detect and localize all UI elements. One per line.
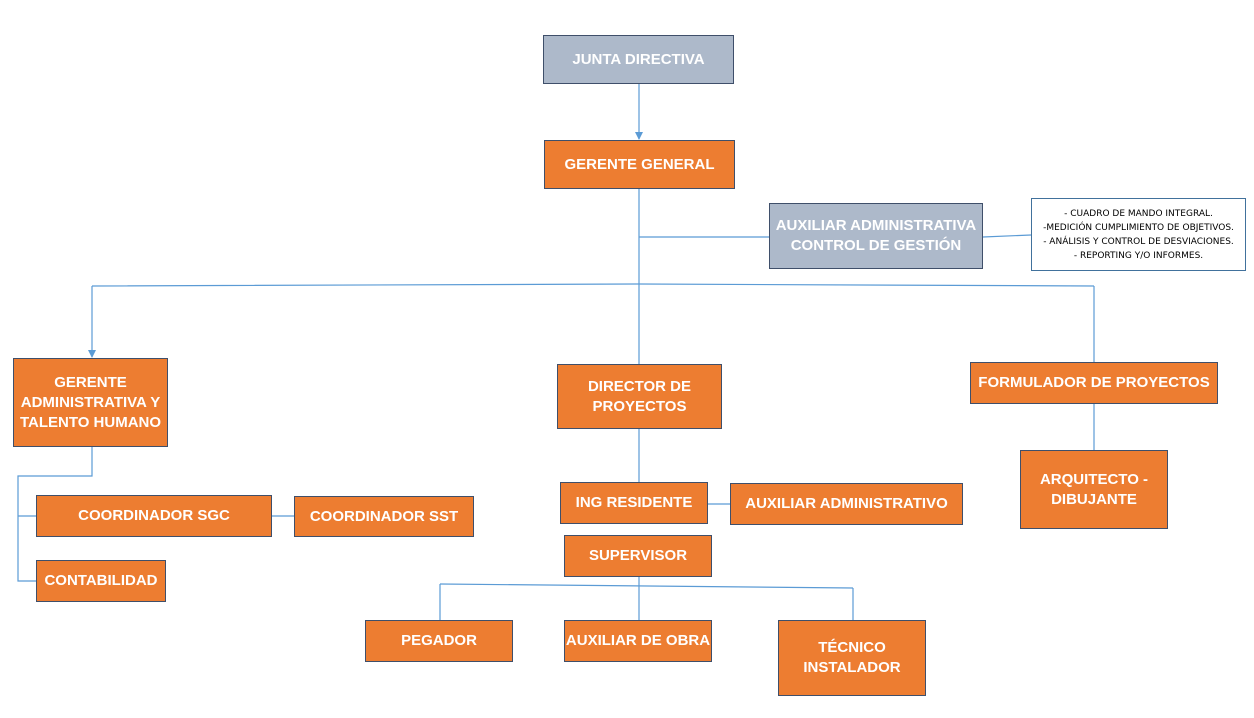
pegador-box[interactable]: PEGADOR: [365, 620, 513, 662]
pegador-label: PEGADOR: [401, 632, 477, 649]
connector-gerente-admin-children: [17, 447, 93, 582]
contabilidad-label: CONTABILIDAD: [44, 572, 158, 589]
arquitecto-dibujante-label: ARQUITECTO - DIBUJANTE: [1039, 470, 1149, 508]
tecnico-instalador-box[interactable]: TÉCNICO INSTALADOR: [778, 620, 926, 696]
note-line: - CUADRO DE MANDO INTEGRAL.: [1064, 208, 1213, 219]
junta-directiva-label: JUNTA DIRECTIVA: [572, 50, 705, 68]
ing-residente-label: ING RESIDENTE: [575, 494, 693, 511]
auxiliar-administrativo-label: AUXILIAR ADMINISTRATIVO: [745, 495, 948, 512]
note-line: - ANÁLISIS Y CONTROL DE DESVIACIONES.: [1043, 236, 1234, 247]
auxiliar-administrativo-box[interactable]: AUXILIAR ADMINISTRATIVO: [730, 483, 963, 525]
auxiliar-obra-label: AUXILIAR DE OBRA: [565, 632, 711, 649]
auxiliar-obra-box[interactable]: AUXILIAR DE OBRA: [564, 620, 712, 662]
gerente-administrativa-box[interactable]: GERENTE ADMINISTRATIVA Y TALENTO HUMANO: [13, 358, 168, 447]
gerente-general-box[interactable]: GERENTE GENERAL: [544, 140, 735, 189]
coordinador-sst-box[interactable]: COORDINADOR SST: [294, 496, 474, 537]
coordinador-sgc-label: COORDINADOR SGC: [78, 507, 230, 524]
formulador-proyectos-box[interactable]: FORMULADOR DE PROYECTOS: [970, 362, 1218, 404]
supervisor-label: SUPERVISOR: [588, 547, 688, 564]
auxiliar-control-gestion-box[interactable]: AUXILIAR ADMINISTRATIVA CONTROL DE GESTI…: [769, 203, 983, 269]
auxiliar-control-gestion-label: AUXILIAR ADMINISTRATIVA CONTROL DE GESTI…: [775, 217, 977, 254]
gerente-general-label: GERENTE GENERAL: [564, 155, 715, 173]
supervisor-box[interactable]: SUPERVISOR: [564, 535, 712, 577]
formulador-proyectos-label: FORMULADOR DE PROYECTOS: [978, 374, 1210, 391]
note-line: - REPORTING Y/O INFORMES.: [1073, 250, 1204, 261]
connector-branch-bar: [91, 283, 1095, 287]
coordinador-sgc-box[interactable]: COORDINADOR SGC: [36, 495, 272, 537]
ing-residente-box[interactable]: ING RESIDENTE: [560, 482, 708, 524]
control-gestion-note: - CUADRO DE MANDO INTEGRAL. -MEDICIÓN CU…: [1031, 198, 1246, 271]
connector-bottom-bar: [439, 583, 854, 589]
note-line: -MEDICIÓN CUMPLIMIENTO DE OBJETIVOS.: [1043, 222, 1234, 233]
tecnico-instalador-label: TÉCNICO INSTALADOR: [803, 639, 901, 676]
coordinador-sst-label: COORDINADOR SST: [309, 507, 459, 525]
arquitecto-dibujante-box[interactable]: ARQUITECTO - DIBUJANTE: [1020, 450, 1168, 529]
connector-auxiliar-note: [982, 234, 1032, 238]
contabilidad-box[interactable]: CONTABILIDAD: [36, 560, 166, 602]
director-proyectos-label: DIRECTOR DE PROYECTOS: [587, 377, 692, 415]
director-proyectos-box[interactable]: DIRECTOR DE PROYECTOS: [557, 364, 722, 429]
junta-directiva-box[interactable]: JUNTA DIRECTIVA: [543, 35, 734, 84]
gerente-administrativa-label: GERENTE ADMINISTRATIVA Y TALENTO HUMANO: [19, 373, 162, 431]
